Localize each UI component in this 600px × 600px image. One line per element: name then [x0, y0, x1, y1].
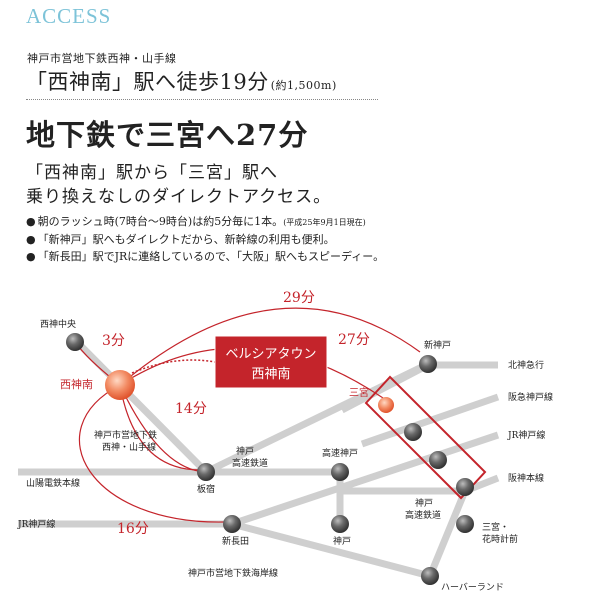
subheadline-2: 乗り換えなしのダイレクトアクセス。 — [26, 187, 332, 207]
feature-text: 朝のラッシュ時(7時台〜9時台)は約5分毎に1本。 — [37, 215, 284, 228]
callout-station: 西神南 — [251, 366, 290, 382]
label-hankyu: 阪急神戸線 — [508, 391, 553, 403]
station-hanshin-sannomiya — [456, 478, 474, 496]
label-jr-right: JR神戸線 — [507, 429, 545, 441]
callout-leader — [131, 359, 216, 374]
label-hanshin: 阪神本線 — [508, 472, 544, 484]
dotted-divider — [26, 99, 378, 100]
track-seishin — [72, 337, 209, 475]
walk-time-text: 「西神南」駅へ徒歩19分 — [26, 70, 269, 94]
feature-list: ●朝のラッシュ時(7時台〜9時台)は約5分毎に1本。(平成25年9月1日現在) … — [26, 213, 384, 265]
label-harborland: ハーバーランド — [441, 582, 504, 593]
arc-16 — [78, 384, 226, 523]
label-kobe-kosoku-b: 高速鉄道 — [232, 457, 268, 469]
station-sannomiya — [378, 397, 394, 413]
station-labels: 西神中央 西神南 神戸市営地下鉄 西神・山手線 板宿 新長田 神戸 高速鉄道 高… — [40, 318, 518, 593]
bullet-icon: ● — [26, 250, 36, 263]
label-shin-nagata: 新長田 — [222, 535, 249, 547]
track-jr-main — [230, 431, 500, 528]
time-14: 14分 — [175, 401, 207, 417]
station-shin-nagata — [223, 515, 241, 533]
bullet-icon: ● — [26, 233, 36, 246]
label-kaigan-line: 神戸市営地下鉄海岸線 — [188, 567, 278, 579]
subway-line-name: 神戸市営地下鉄西神・山手線 — [27, 52, 177, 65]
time-29: 29分 — [283, 290, 315, 306]
feature-text: 「新神戸」駅へもダイレクトだから、新幹線の利用も便利。 — [37, 233, 335, 246]
track-kaigan-b — [426, 489, 469, 578]
label-sanyo: 山陽電鉄本線 — [26, 477, 80, 489]
station-harborland — [421, 567, 439, 585]
feature-item: ●「新神戸」駅へもダイレクトだから、新幹線の利用も便利。 — [26, 231, 384, 248]
station-jr-sannomiya — [429, 451, 447, 469]
station-markers — [66, 333, 474, 585]
label-seishin-chuo: 西神中央 — [40, 318, 76, 330]
track-hankyu — [360, 393, 500, 448]
time-labels: 29分 27分 3分 14分 16分 — [102, 290, 370, 537]
access-heading: ACCESS — [26, 4, 112, 28]
label-itayado: 板宿 — [197, 483, 215, 495]
label-hanadokei-b: 花時計前 — [482, 533, 518, 545]
time-27: 27分 — [338, 332, 370, 348]
station-seishin-minami — [105, 370, 135, 400]
label-jr-left: JR神戸線 — [17, 518, 55, 530]
label-shin-kobe: 新神戸 — [424, 339, 451, 351]
label-kobe-kosoku-a: 神戸 — [236, 445, 254, 457]
line-labels: 北神急行 阪急神戸線 JR神戸線 阪神本線 山陽電鉄本線 JR神戸線 — [17, 359, 553, 530]
bullet-icon: ● — [26, 215, 36, 228]
station-seishin-chuo — [66, 333, 84, 351]
feature-item: ●「新長田」駅でJRに連絡しているので、「大阪」駅へもスピーディー。 — [26, 248, 384, 265]
station-hankyu-sannomiya — [404, 423, 422, 441]
sannomiya-highlight — [364, 375, 487, 500]
route-map: ベルシアタウン 西神南 29分 27分 3分 14分 16分 西神中央 西神南 … — [17, 290, 553, 593]
feature-note: (平成25年9月1日現在) — [283, 218, 366, 227]
station-hanadokei — [456, 515, 474, 533]
callout-name: ベルシアタウン — [225, 347, 316, 362]
label-hokushin: 北神急行 — [508, 359, 544, 371]
time-3: 3分 — [102, 333, 125, 349]
label-chikatetsu-b: 西神・山手線 — [102, 441, 156, 453]
property-callout: ベルシアタウン 西神南 — [214, 335, 328, 389]
label-kosoku-kobe: 高速神戸 — [322, 447, 358, 459]
track-shinkobe-extension — [340, 361, 430, 414]
station-kosoku-kobe — [331, 463, 349, 481]
feature-item: ●朝のラッシュ時(7時台〜9時台)は約5分毎に1本。(平成25年9月1日現在) — [26, 213, 384, 231]
walk-time-line: 「西神南」駅へ徒歩19分(約1,500m) — [26, 66, 337, 96]
label-chikatetsu-a: 神戸市営地下鉄 — [94, 429, 157, 441]
time-16: 16分 — [117, 521, 149, 537]
track-kaigan-a — [231, 520, 431, 580]
walk-distance: (約1,500m) — [270, 79, 337, 92]
label-hanadokei-a: 三宮・ — [482, 521, 509, 533]
label-kobe-kosoku2-b: 高速鉄道 — [405, 509, 441, 521]
station-shin-kobe — [419, 355, 437, 373]
label-seishin-minami: 西神南 — [60, 377, 93, 391]
label-sannomiya: 三宮 — [349, 386, 369, 399]
headline: 地下鉄で三宮へ27分 — [26, 118, 309, 152]
label-kobe: 神戸 — [333, 535, 351, 547]
subheadline-1: 「西神南」駅から「三宮」駅へ — [26, 163, 278, 183]
arc-inner — [119, 384, 201, 471]
station-itayado — [197, 463, 215, 481]
feature-text: 「新長田」駅でJRに連絡しているので、「大阪」駅へもスピーディー。 — [37, 250, 385, 263]
station-kobe — [331, 515, 349, 533]
arc-29 — [119, 307, 421, 386]
label-kobe-kosoku2-a: 神戸 — [415, 497, 433, 509]
